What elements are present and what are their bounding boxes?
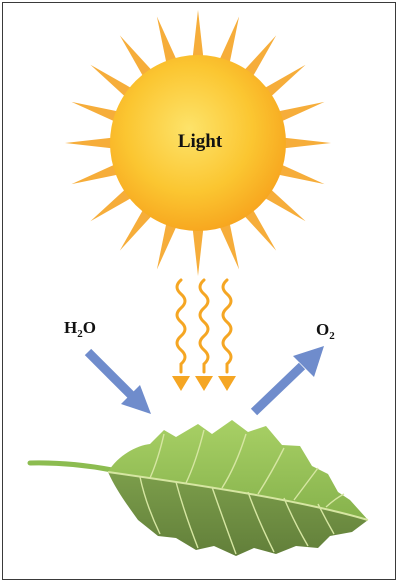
sun-ray <box>240 35 277 82</box>
leaf-veins <box>139 429 345 555</box>
sun-ray <box>71 101 124 124</box>
sun-ray <box>272 162 325 185</box>
sun-ray <box>259 185 306 222</box>
sun-ray <box>217 16 240 69</box>
water-symbol-h: H <box>64 318 78 337</box>
leaf-midrib <box>107 471 369 521</box>
sun-icon <box>110 55 286 231</box>
sun-ray <box>277 137 331 149</box>
light-wave <box>221 278 233 374</box>
sun-ray <box>259 64 306 101</box>
water-subscript: 2 <box>77 328 83 340</box>
sun-ray <box>217 217 240 270</box>
water-symbol-o: O <box>82 318 96 337</box>
sun-ray <box>240 204 277 251</box>
wavy-arrows-icon <box>175 278 233 374</box>
sun-ray <box>192 10 204 64</box>
light-arrowhead <box>195 376 213 391</box>
sun-ray <box>90 185 137 222</box>
oxygen-subscript: 2 <box>329 330 335 342</box>
oxygen-symbol: O <box>316 320 330 339</box>
sun-ray <box>272 101 325 124</box>
sun-ray <box>119 35 156 82</box>
light-wave <box>175 278 187 374</box>
light-wave <box>198 278 210 374</box>
light-label: Light <box>177 131 223 152</box>
sun-rays <box>65 10 331 276</box>
sun-ray <box>119 204 156 251</box>
leaf-stem <box>27 460 115 473</box>
sun-ray <box>71 162 124 185</box>
arrow-out-icon <box>250 346 324 416</box>
light-arrowhead <box>218 376 236 391</box>
leaf-icon <box>27 420 369 556</box>
leaf-lower <box>108 472 368 556</box>
sun-ray <box>65 137 119 149</box>
sun-ray <box>156 217 179 270</box>
arrow-in-icon <box>84 348 151 414</box>
sun-ray <box>90 64 137 101</box>
leaf-upper <box>108 420 368 520</box>
oxygen-label: O2 <box>316 320 335 342</box>
sun-ray <box>192 222 204 276</box>
water-label: H2O <box>64 318 96 340</box>
light-arrowhead <box>172 376 190 391</box>
sun-ray <box>156 16 179 69</box>
